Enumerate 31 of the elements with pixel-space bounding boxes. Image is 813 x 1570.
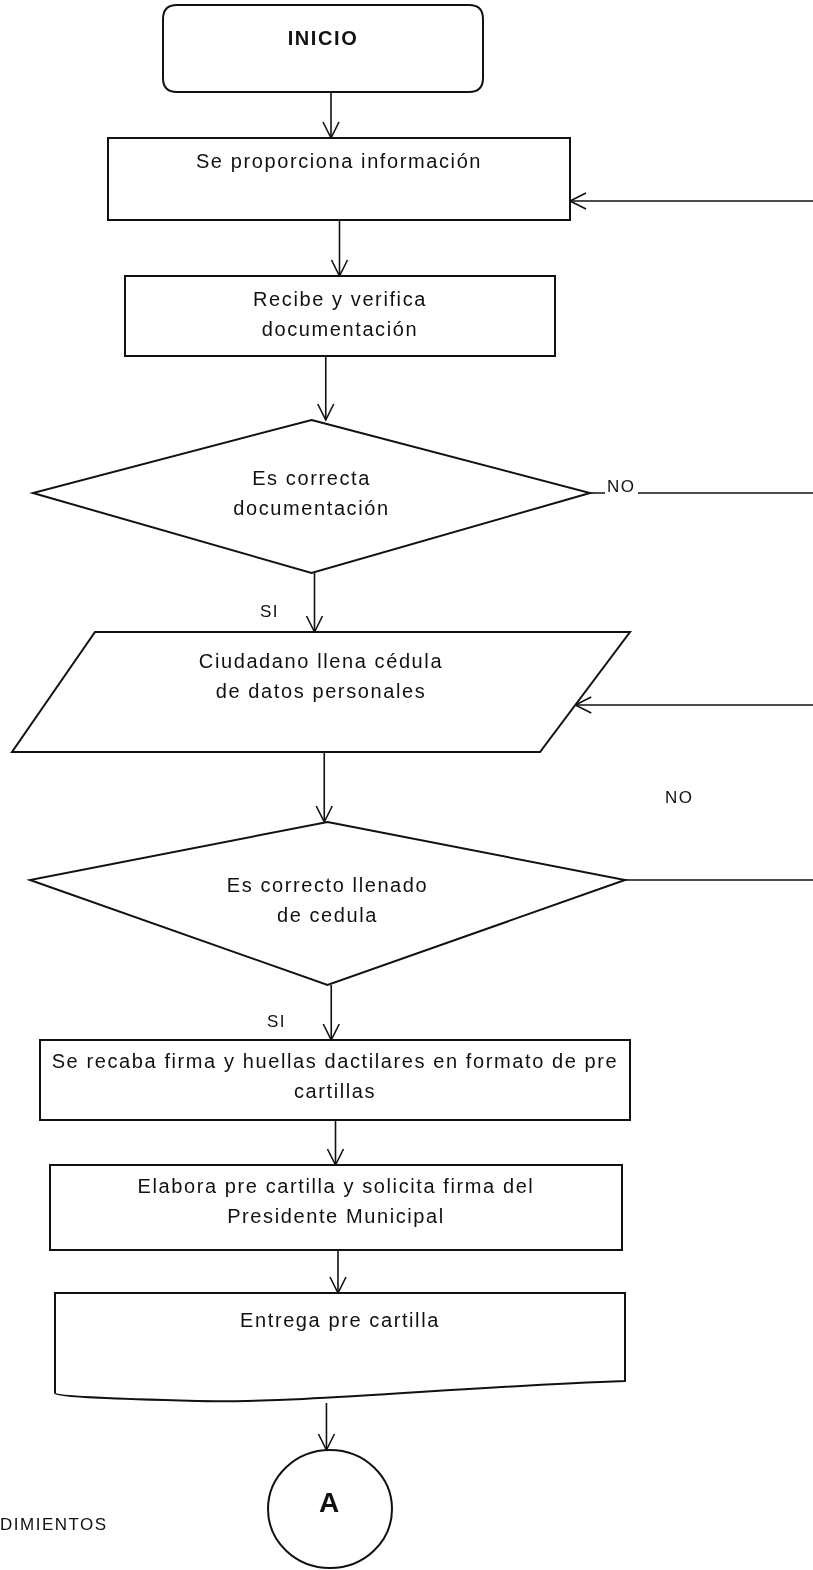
process-box [108,138,570,220]
arrow [574,696,813,714]
edge-label: NO [605,477,638,497]
node-text: Es correcta documentación [232,466,391,521]
node-text: Recibe y verifica documentación [252,287,428,342]
process-box [125,276,555,356]
arrow [317,1402,336,1451]
process-box [50,1165,622,1250]
node-text: INICIO [287,26,359,51]
start-terminal [163,5,483,92]
page-text: DIMIENTOS [0,1515,108,1535]
node-text: Se proporciona información [195,149,483,174]
arrow [315,751,334,823]
document-shape [55,1293,625,1403]
arrow [316,355,335,421]
node-text: Es correcto llenado de cedula [225,873,430,928]
node-text: A [319,1488,341,1520]
node-text: Elabora pre cartilla y solicita firma del Presidente Municipal [136,1174,536,1229]
connector-circle [268,1450,392,1568]
node-text: Ciudadano llena cédula de datos personales [197,649,445,704]
arrow [326,1119,345,1166]
arrow [305,572,324,633]
node-text: Entrega pre cartilla [240,1308,440,1333]
input-parallelogram [12,632,630,752]
connector-line [624,879,813,881]
node-text: Se recaba firma y huellas dactilares en formato de pre cartillas [50,1049,620,1104]
arrow [322,91,340,139]
process-box [40,1040,630,1120]
arrow [330,219,349,277]
arrow [322,984,341,1041]
arrow [329,1249,347,1294]
